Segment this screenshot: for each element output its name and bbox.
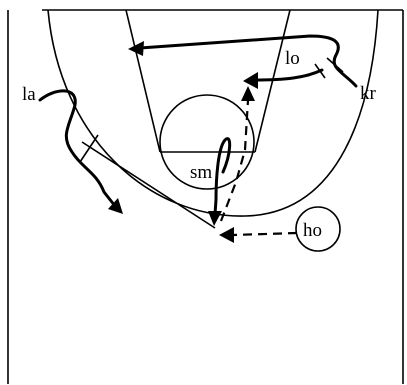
kr-cut-path (138, 34, 358, 88)
pass-from-ho (232, 231, 298, 237)
la-screen-tick (79, 134, 99, 163)
cut-guide-line (81, 141, 216, 229)
la-cut-arrowhead (108, 198, 123, 214)
lo-cut-arrowhead (243, 72, 258, 89)
lo-screen-tick (314, 63, 326, 79)
pass-to-lo-spot-arrowhead (241, 86, 255, 101)
court-lines (7, 9, 404, 384)
three-point-arc (47, 9, 379, 217)
player-movements (38, 34, 358, 226)
player-label-sm: sm (190, 162, 212, 183)
sm-cut-arrowhead (208, 211, 222, 226)
lane-left-line (125, 9, 161, 153)
player-label-la: la (22, 84, 36, 105)
sm-cut-path (213, 137, 232, 216)
la-cut-path (38, 89, 117, 208)
pass-from-ho-arrowhead (219, 227, 234, 243)
player-label-ho: ho (303, 220, 322, 241)
player-label-lo: lo (285, 48, 300, 69)
player-label-kr: kr (360, 83, 377, 104)
pass-to-lo-spot (219, 99, 250, 222)
ho-ball-handler-circle (295, 206, 341, 252)
passes (219, 86, 298, 243)
kr-cut-arrowhead (128, 41, 144, 56)
kr-screen-tick (326, 57, 344, 73)
lo-cut-path (252, 68, 324, 82)
free-throw-circle (159, 94, 255, 190)
